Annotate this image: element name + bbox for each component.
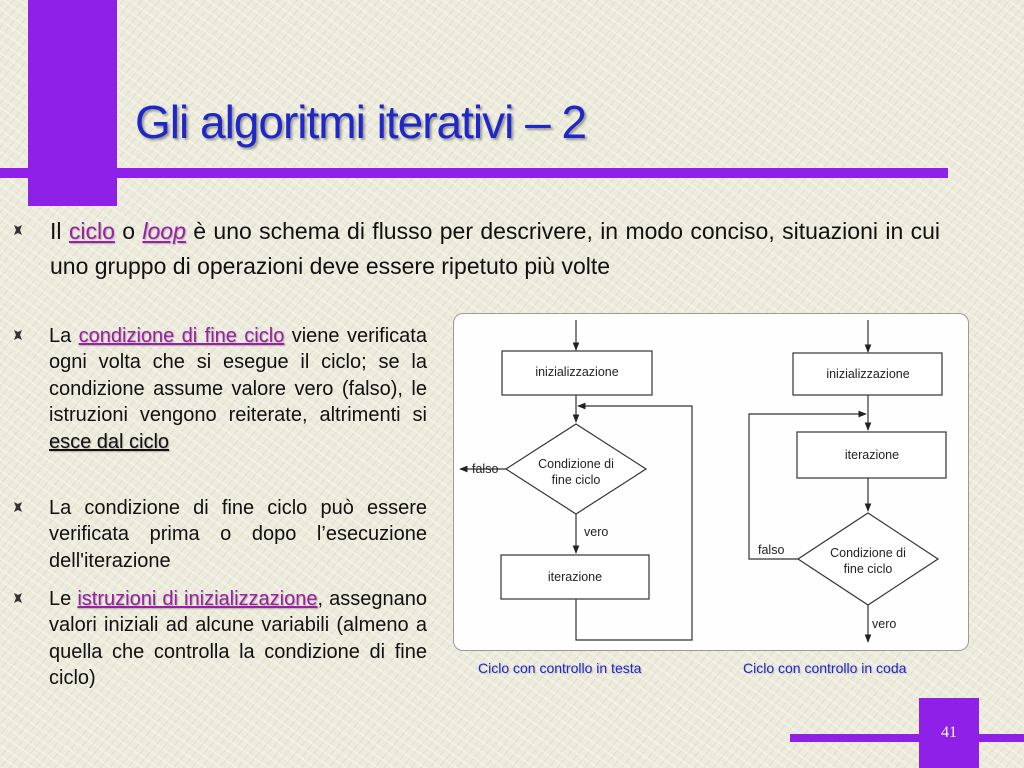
left-body-label: iterazione (548, 570, 602, 584)
bullet-icon (14, 225, 22, 235)
left-cond-label-2: fine ciclo (552, 473, 601, 487)
bullet-condizione-fine-ciclo: La condizione di fine ciclo viene verifi… (49, 325, 427, 453)
left-false-label: falso (472, 462, 498, 476)
bullet-ciclo-definition: Il ciclo o loop è uno schema di flusso p… (50, 218, 941, 279)
right-cond-label-1: Condizione di (830, 546, 906, 560)
bullet-verifica-prima-dopo: La condizione di fine ciclo può essere v… (49, 497, 427, 572)
bullet-icon (14, 502, 22, 512)
highlight-ciclo: ciclo (68, 218, 115, 244)
bullet-icon (14, 593, 22, 603)
flowchart-svg: inizializzazione Condizione di fine cicl… (459, 320, 947, 643)
right-init-label: inizializzazione (826, 367, 909, 381)
right-false-label: falso (758, 543, 784, 557)
decorative-horizontal-bar (0, 168, 948, 178)
left-loop-back-arrow (575, 402, 693, 641)
right-true-label: vero (872, 617, 896, 631)
caption-left: Ciclo con controllo in testa (478, 660, 642, 676)
right-cond-label-2: fine ciclo (844, 562, 893, 576)
right-false-loop-back-arrow (748, 410, 867, 560)
flowchart-panel: inizializzazione Condizione di fine cicl… (453, 313, 969, 651)
left-cond-label-1: Condizione di (538, 457, 614, 471)
highlight-esce-dal-ciclo: esce dal ciclo (49, 430, 170, 453)
caption-right: Ciclo con controllo in coda (743, 660, 907, 676)
bullet-icon (14, 330, 22, 340)
highlight-condizione-fine-ciclo: condizione di fine ciclo (78, 325, 285, 347)
highlight-istruzioni-inizializzazione: istruzioni di inizializzazione (77, 588, 318, 610)
left-init-box (501, 350, 653, 396)
page-title: Gli algoritmi iterativi – 2 (135, 96, 587, 148)
left-init-label: inizializzazione (535, 365, 618, 379)
left-true-label: vero (584, 525, 608, 539)
footer-bar (790, 734, 1024, 742)
left-body-box (500, 554, 650, 600)
right-body-label: iterazione (845, 448, 899, 462)
bullet-istruzioni-inizializzazione: Le istruzioni di inizializzazione, asseg… (49, 588, 427, 690)
page-number: 41 (919, 698, 979, 768)
highlight-loop: loop (142, 218, 186, 244)
right-body-box (796, 431, 947, 479)
